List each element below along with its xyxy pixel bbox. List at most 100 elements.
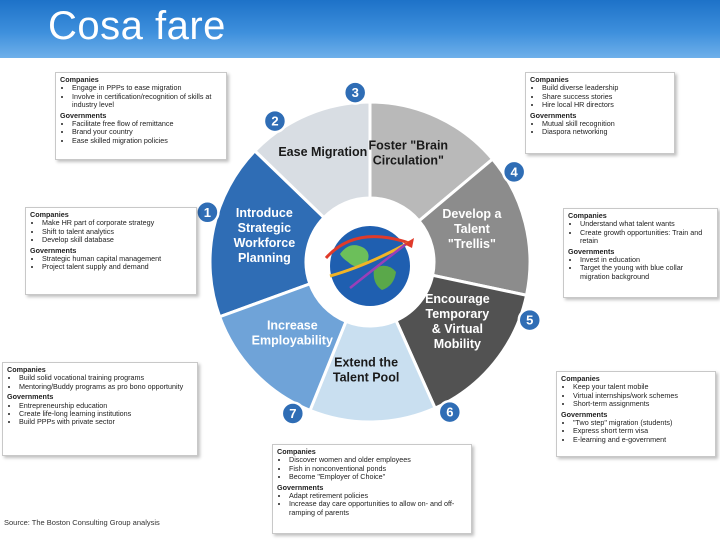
list-item: Fish in nonconventional ponds bbox=[289, 464, 467, 473]
list-item: Become "Employer of Choice" bbox=[289, 472, 467, 481]
companies-list: Keep your talent mobile Virtual internsh… bbox=[561, 382, 711, 408]
list-item: Increase day care opportunities to allow… bbox=[289, 500, 467, 517]
segment-shape bbox=[208, 148, 327, 319]
governments-label: Governments bbox=[568, 246, 615, 256]
step-number-badge: 3 bbox=[342, 80, 368, 105]
step-number-badge: 7 bbox=[280, 401, 306, 426]
companies-list: Build solid vocational training programs… bbox=[7, 373, 193, 391]
list-item: Virtual internships/work schemes bbox=[573, 391, 711, 400]
list-item: Create life-long learning institutions bbox=[19, 409, 193, 418]
companies-list: Make HR part of corporate strategy Shift… bbox=[30, 218, 192, 244]
step-number-badge: 1 bbox=[195, 200, 220, 225]
companies-list: Build diverse leadership Share success s… bbox=[530, 83, 670, 109]
step-number: 1 bbox=[204, 205, 211, 220]
governments-list: Facilitate free flow of remittance Brand… bbox=[60, 119, 222, 145]
segment-shape bbox=[217, 281, 348, 413]
step-number: 6 bbox=[446, 405, 453, 420]
step-number-badge: 2 bbox=[262, 108, 288, 134]
list-item: Make HR part of corporate strategy bbox=[42, 218, 192, 227]
governments-list: Entrepreneurship education Create life-l… bbox=[7, 401, 193, 427]
box-4-actions: Companies Understand what talent wants C… bbox=[563, 208, 718, 298]
companies-label: Companies bbox=[7, 365, 46, 374]
step-number-badge: 6 bbox=[437, 399, 463, 425]
box-6-actions: Companies Discover women and older emplo… bbox=[272, 444, 472, 534]
step-number: 7 bbox=[289, 406, 296, 421]
box-1-actions: Companies Make HR part of corporate stra… bbox=[25, 207, 197, 295]
segment-shape bbox=[308, 318, 438, 424]
list-item: Short-term assignments bbox=[573, 399, 711, 408]
list-item: Facilitate free flow of remittance bbox=[72, 119, 222, 128]
companies-label: Companies bbox=[530, 75, 569, 84]
list-item: Strategic human capital management bbox=[42, 254, 192, 263]
step-number: 5 bbox=[526, 313, 533, 328]
governments-list: "Two step" migration (students) Express … bbox=[561, 418, 711, 444]
segment-shape bbox=[368, 100, 495, 223]
companies-label: Companies bbox=[30, 210, 69, 219]
step-number: 3 bbox=[352, 85, 359, 100]
box-2-actions: Companies Engage in PPPs to ease migrati… bbox=[55, 72, 227, 160]
segment-label: Ease Migration bbox=[278, 145, 367, 159]
list-item: Engage in PPPs to ease migration bbox=[72, 83, 222, 92]
governments-list: Invest in education Target the young wit… bbox=[568, 255, 713, 281]
governments-label: Governments bbox=[530, 110, 577, 120]
list-item: E-learning and e-government bbox=[573, 435, 711, 444]
list-item: Develop skill database bbox=[42, 235, 192, 244]
list-item: Create growth opportunities: Train and r… bbox=[580, 228, 713, 246]
list-item: Invest in education bbox=[580, 255, 713, 264]
list-item: Shift to talent analytics bbox=[42, 227, 192, 236]
list-item: Adapt retirement policies bbox=[289, 491, 467, 500]
companies-label: Companies bbox=[277, 447, 316, 456]
step-number-badge: 5 bbox=[517, 307, 542, 333]
companies-list: Understand what talent wants Create grow… bbox=[568, 219, 713, 246]
list-item: Build diverse leadership bbox=[542, 83, 670, 92]
list-item: Mentoring/Buddy programs as pro bono opp… bbox=[19, 382, 193, 391]
list-item: Discover women and older employees bbox=[289, 455, 467, 464]
companies-list: Discover women and older employees Fish … bbox=[277, 455, 467, 481]
governments-label: Governments bbox=[60, 110, 107, 120]
list-item: Diaspora networking bbox=[542, 128, 670, 137]
globe-icon bbox=[308, 200, 432, 324]
title-banner: Cosa fare bbox=[0, 0, 720, 58]
box-7-actions: Companies Build solid vocational trainin… bbox=[2, 362, 198, 456]
companies-label: Companies bbox=[568, 211, 607, 220]
list-item: Entrepreneurship education bbox=[19, 401, 193, 410]
segment-shape bbox=[416, 157, 532, 298]
list-item: Brand your country bbox=[72, 128, 222, 137]
source-note: Source: The Boston Consulting Group anal… bbox=[4, 518, 160, 527]
governments-list: Strategic human capital management Proje… bbox=[30, 254, 192, 272]
segment-2: Ease Migration bbox=[252, 100, 372, 220]
companies-label: Companies bbox=[60, 75, 99, 84]
companies-list: Engage in PPPs to ease migration Involve… bbox=[60, 83, 222, 110]
list-item: Share success stories bbox=[542, 92, 670, 101]
governments-label: Governments bbox=[561, 409, 608, 419]
companies-label: Companies bbox=[561, 374, 600, 383]
box-5-actions: Companies Keep your talent mobile Virtua… bbox=[556, 371, 716, 457]
governments-label: Governments bbox=[30, 245, 77, 255]
step-number-badge: 4 bbox=[501, 159, 527, 185]
list-item: Express short term visa bbox=[573, 427, 711, 436]
governments-list: Mutual skill recognition Diaspora networ… bbox=[530, 119, 670, 137]
governments-label: Governments bbox=[277, 482, 324, 492]
list-item: Target the young with blue collar migrat… bbox=[580, 264, 713, 281]
list-item: Keep your talent mobile bbox=[573, 382, 711, 391]
box-3-actions: Companies Build diverse leadership Share… bbox=[525, 72, 675, 154]
list-item: Hire local HR directors bbox=[542, 100, 670, 109]
list-item: Mutual skill recognition bbox=[542, 119, 670, 128]
list-item: Ease skilled migration policies bbox=[72, 136, 222, 145]
list-item: Involve in certification/recognition of … bbox=[72, 92, 222, 110]
list-item: "Two step" migration (students) bbox=[573, 418, 711, 427]
governments-label: Governments bbox=[7, 392, 54, 402]
list-item: Understand what talent wants bbox=[580, 219, 713, 228]
list-item: Project talent supply and demand bbox=[42, 263, 192, 272]
